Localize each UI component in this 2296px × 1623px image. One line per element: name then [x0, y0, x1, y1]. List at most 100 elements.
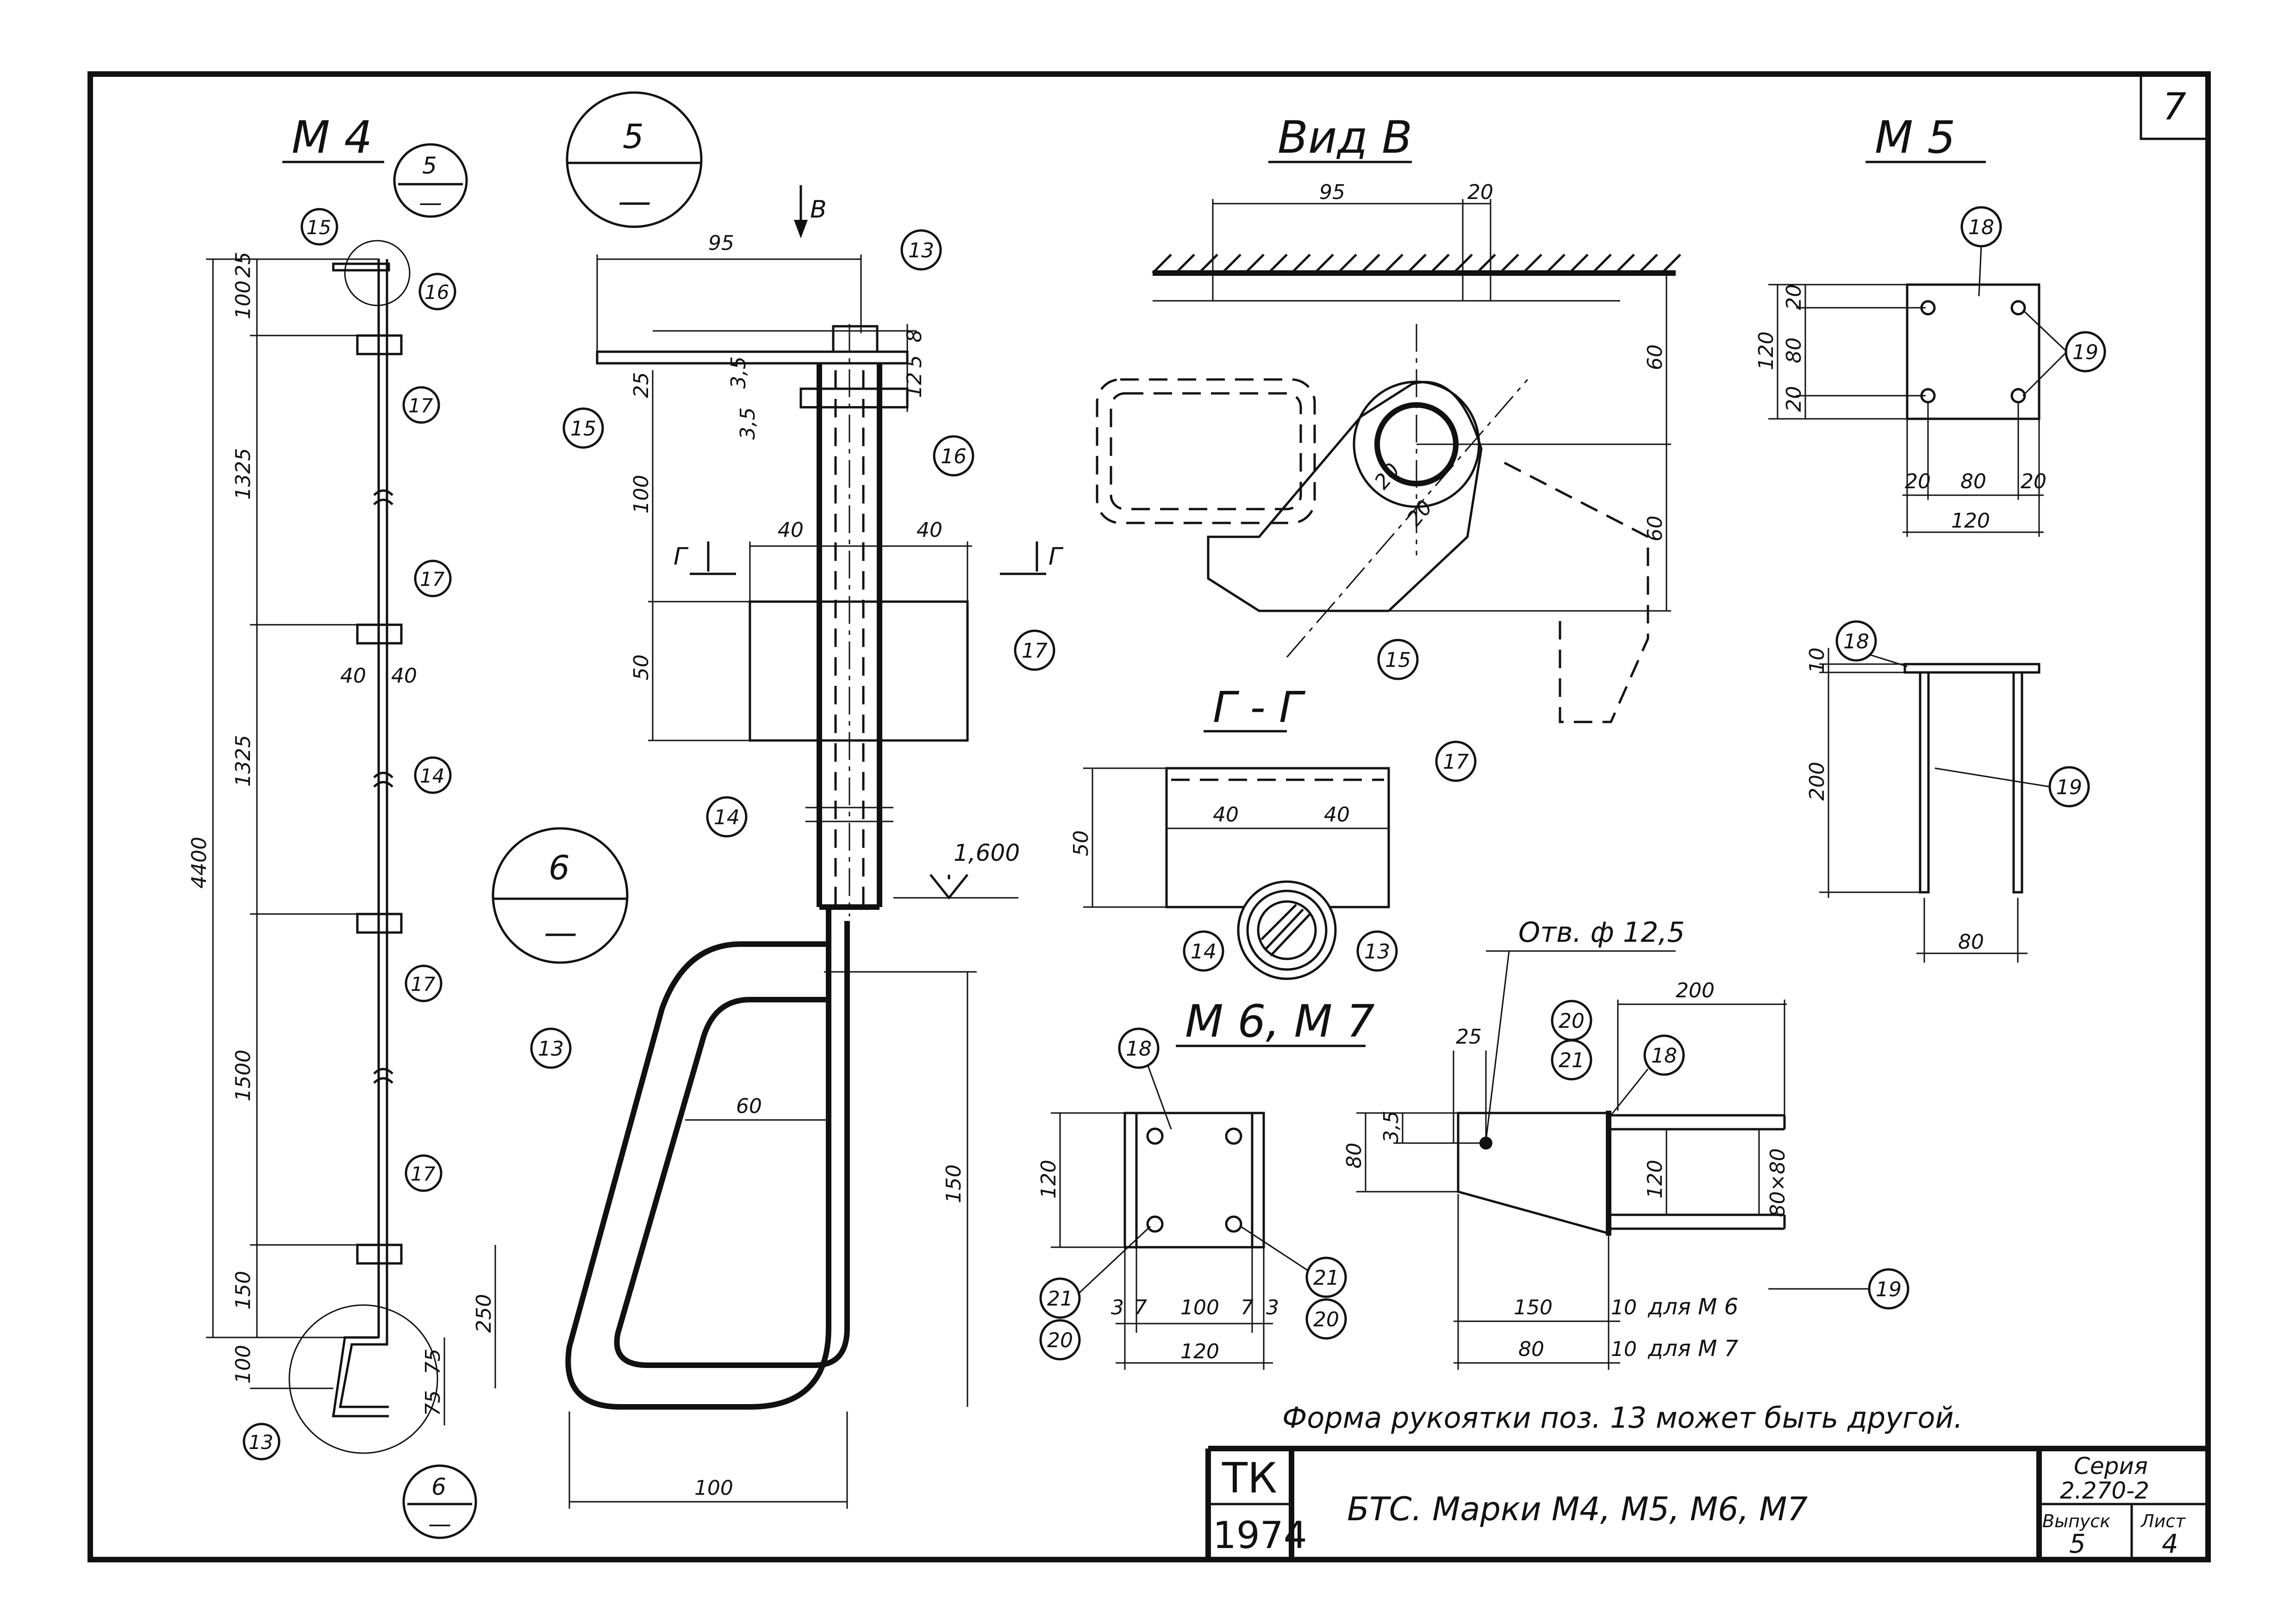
dim-m6-80-v: 80	[1342, 1143, 1366, 1169]
dim-m6-100: 100	[1180, 1296, 1219, 1319]
dim-m5-120-h: 120	[1951, 509, 1990, 533]
dim-for-m7: для М 7	[1647, 1336, 1739, 1362]
dim-m6-25: 25	[1456, 1025, 1482, 1049]
callout-node-6-big-num: 6	[549, 848, 570, 887]
dim-node-40-left: 40	[778, 518, 804, 542]
callout-node-6-small: 6 —	[402, 1464, 477, 1539]
pos-18-m5-side: 18	[1843, 630, 1869, 653]
dim-m4-100-top: 100	[231, 280, 255, 319]
dim-m5-80-h: 80	[1960, 470, 1986, 493]
dim-vid-60-bottom: 60	[1643, 516, 1667, 541]
dim-m4-25: 25	[231, 252, 255, 278]
handle-note: Форма рукоятки поз. 13 может быть другой…	[1282, 1401, 1963, 1435]
dim-m4-40-left: 40	[340, 664, 366, 688]
pos-18-m6-side: 18	[1651, 1044, 1677, 1068]
dim-m6-3-right: 3	[1266, 1296, 1279, 1319]
pos-20-m6-side: 20	[1559, 1009, 1585, 1033]
dim-vid-20-top: 20	[1467, 180, 1493, 204]
pos-15-m4: 15	[306, 216, 331, 239]
pos-21-m6-left: 21	[1047, 1287, 1073, 1311]
dim-m6-3-left: 3	[1111, 1296, 1124, 1319]
pos-17-gg: 17	[1443, 750, 1469, 774]
callout-node-5-small-num: 5	[422, 152, 437, 179]
view-b: Вид В	[1096, 112, 1681, 723]
title-m5: М 5	[1875, 112, 1955, 163]
dim-m4-75-a: 75	[421, 1349, 445, 1374]
dim-m4-1500: 1500	[231, 1050, 255, 1101]
dim-m5-200: 200	[1805, 762, 1829, 801]
sheet-number: 7	[2163, 85, 2186, 128]
pos-17-m4-c: 17	[411, 973, 436, 995]
series-label: Серия	[2074, 1453, 2148, 1480]
callout-node-5-small: 5 —	[393, 143, 468, 218]
dim-m5-10: 10	[1805, 647, 1829, 673]
callout-node-6-small-dash: —	[428, 1511, 451, 1537]
dim-m4-1325-a: 1325	[231, 448, 255, 500]
dim-node-150: 150	[942, 1164, 966, 1203]
dim-m4-1325-b: 1325	[231, 735, 255, 787]
dim-m6-120-h: 120	[1180, 1340, 1219, 1363]
dim-node-35-b: 3,5	[736, 407, 760, 440]
dim-node-50: 50	[630, 654, 653, 680]
arrow-v-label: В	[810, 196, 827, 224]
pos-15-vid: 15	[1385, 648, 1411, 672]
callout-node-6-small-num: 6	[431, 1474, 446, 1500]
pos-18-m6-plan: 18	[1126, 1037, 1152, 1061]
dim-m6-120-side: 120	[1643, 1160, 1667, 1199]
sheet-value: 4	[2162, 1529, 2178, 1559]
sheet-frame: 7	[87, 71, 2211, 1562]
series-value: 2.270-2	[2060, 1477, 2149, 1504]
pos-16-m4: 16	[424, 281, 449, 304]
pos-15-node: 15	[570, 417, 596, 441]
dim-m6-7-left: 7	[1134, 1296, 1147, 1319]
dim-m5-20-bottom: 20	[1782, 386, 1806, 412]
view-m4: М 4 5 —	[187, 112, 496, 1539]
dim-m5-20-top: 20	[1782, 284, 1806, 310]
dim-vid-20-a: 20	[1370, 459, 1404, 494]
title-block: ТК 1974 БТС. Марки М4, М5, М6, М7 Серия …	[1205, 1446, 2208, 1560]
pos-17-m4-a: 17	[408, 394, 433, 417]
pos-13-m4: 13	[249, 1431, 273, 1454]
dim-vid-95: 95	[1319, 180, 1345, 204]
pos-21-m6-right: 21	[1313, 1266, 1339, 1290]
pos-20-m6-left: 20	[1047, 1329, 1073, 1352]
dim-gg-40-left: 40	[1213, 803, 1239, 827]
pos-17-m4-b: 17	[420, 568, 445, 591]
dim-node-12: 12	[903, 372, 926, 398]
dim-m4-250: 250	[472, 1294, 496, 1333]
view-m6-m7: М 6, М 7 120 3 7 100 7 3 120 18 21 20	[1037, 916, 1909, 1370]
dim-node-40-right: 40	[917, 518, 942, 542]
dim-m6-7-right: 7	[1241, 1296, 1254, 1319]
dim-m6-200: 200	[1676, 979, 1715, 1002]
pos-19-m5-plan: 19	[2072, 341, 2098, 364]
hole-label: Отв. ф 12,5	[1518, 916, 1685, 949]
level-mark: 1,600	[954, 839, 1020, 866]
dim-m6-150: 150	[1514, 1296, 1553, 1319]
issue-label: Выпуск	[2042, 1511, 2110, 1531]
dim-m4-75-b: 75	[421, 1390, 445, 1416]
dim-for-m6: для М 6	[1647, 1294, 1738, 1320]
dim-vid-20-b: 20	[1402, 496, 1437, 531]
cut-g-right: Г	[1048, 543, 1064, 571]
dim-gg-40-right: 40	[1324, 803, 1350, 827]
pos-17-node: 17	[1022, 639, 1048, 663]
dim-m5-20-left: 20	[1905, 470, 1931, 493]
dim-node-8: 8	[903, 330, 926, 342]
dim-node-25: 25	[630, 372, 653, 398]
dim-node-95: 95	[708, 231, 734, 255]
pos-13-gg: 13	[1364, 940, 1390, 964]
dim-gg-50: 50	[1069, 830, 1093, 856]
org-top: ТК	[1222, 1454, 1277, 1503]
pos-13-node-top: 13	[908, 239, 934, 262]
dim-node-5: 5	[903, 355, 926, 368]
pos-14-node: 14	[714, 806, 740, 829]
dim-m4-4400: 4400	[187, 837, 211, 889]
dim-m5-80-side: 80	[1958, 930, 1984, 954]
sheet-label: Лист	[2140, 1511, 2186, 1531]
title-vid-v: Вид В	[1278, 112, 1412, 163]
pos-14-gg: 14	[1191, 940, 1217, 964]
pos-14-m4: 14	[420, 765, 444, 787]
callout-node-5-big-num: 5	[623, 117, 644, 156]
org-bottom: 1974	[1213, 1514, 1307, 1557]
